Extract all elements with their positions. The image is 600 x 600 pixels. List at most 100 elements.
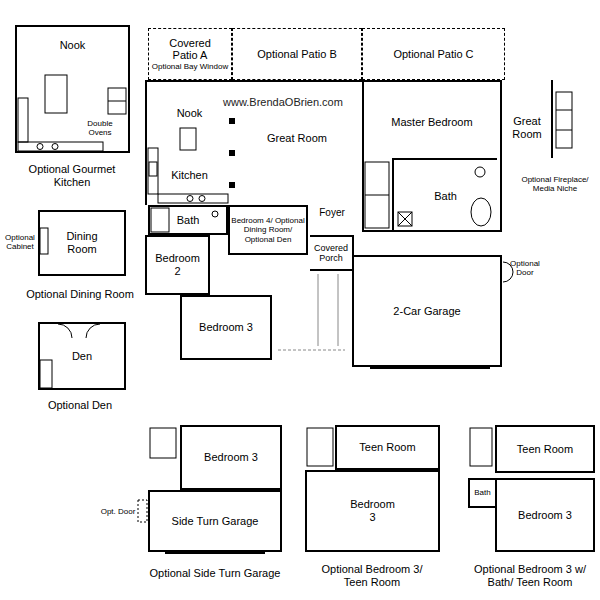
room-label: Dining Room [60, 230, 105, 255]
room-label: Great Room [504, 115, 550, 140]
walkway [318, 274, 319, 346]
column [229, 182, 235, 188]
watermark: www.BrendaOBrien.com [213, 96, 353, 109]
cabinet [40, 228, 48, 254]
door-swing [86, 324, 100, 338]
shower-line [398, 212, 412, 226]
room-box: Bath [392, 158, 497, 232]
room-box: Foyer [310, 193, 354, 233]
room-box: Bedroom 4/ Optional Dining Room/ Optiona… [228, 205, 308, 255]
room-label: Bath [474, 488, 490, 497]
room-label: Nook [60, 39, 86, 52]
inset-frame: Nook [15, 25, 130, 153]
walkway [338, 274, 339, 346]
caption: Optional Fireplace/ Media Niche [517, 175, 593, 193]
shower-line [398, 212, 412, 226]
room-box: Bath [468, 478, 497, 508]
closet-line [365, 195, 389, 196]
caption: Optional Bedroom 3/ Teen Room [312, 563, 432, 588]
room-label: Master Bedroom [391, 116, 472, 129]
sink [149, 162, 157, 176]
walkway [278, 350, 345, 351]
tub [470, 428, 492, 466]
room-note: Optional Bay Window [152, 62, 228, 71]
room-label: Side Turn Garage [172, 515, 259, 528]
room-box: Nook [145, 80, 232, 145]
oven [108, 88, 126, 114]
room-label: Great Room [267, 132, 327, 145]
fixture-note: Optional Cabinet [3, 233, 37, 251]
caption: Optional Bedroom 3 w/ Bath/ Teen Room [468, 563, 592, 588]
sink [37, 144, 43, 150]
room-label: Nook [177, 107, 203, 120]
room-label: Den [72, 350, 92, 363]
room-label: Bedroom 2 [153, 252, 203, 277]
fireplace-line [556, 110, 572, 111]
patio-box: Covered Patio AOptional Bay Window [148, 28, 232, 80]
room-box: Side Turn Garage [148, 490, 282, 552]
patio-box: Optional Patio C [362, 28, 505, 80]
caption: Optional Den [30, 399, 130, 412]
room-label: Bedroom 3 [204, 451, 258, 464]
room-label: Bath [177, 214, 200, 227]
inset-frame: Den [38, 322, 126, 390]
room-label: Teen Room [359, 441, 415, 454]
island [180, 128, 196, 150]
burner [187, 196, 193, 202]
room-label: Teen Room [517, 443, 573, 456]
room-label: Optional Patio B [257, 48, 337, 61]
closet [40, 360, 52, 388]
caption: Optional Dining Room [10, 288, 150, 301]
fixture-note: Opt. Door [100, 507, 136, 516]
fixture-note: Optional Door [505, 259, 545, 277]
burner [199, 196, 205, 202]
counter [158, 194, 228, 203]
fixture-note: Double Ovens [80, 119, 120, 137]
room-box: Covered Porch [310, 235, 354, 271]
closet [307, 428, 333, 466]
room-box: Bedroom 2 [145, 235, 210, 295]
room-box: Bedroom 3 [495, 478, 595, 552]
room-box: Kitchen [145, 145, 232, 205]
column [229, 118, 235, 124]
room-label: Bedroom 4/ Optional Dining Room/ Optiona… [231, 216, 305, 244]
caption: Optional Side Turn Garage [135, 567, 295, 580]
room-label: Bedroom 3 [518, 509, 572, 522]
room-label: Bedroom 3 [199, 321, 253, 334]
closet [150, 428, 176, 458]
counter [148, 148, 158, 194]
patio-box: Optional Patio B [232, 28, 362, 80]
room-label: Bedroom 3 [348, 498, 398, 523]
room-label: Bath [434, 190, 457, 203]
wall [551, 80, 553, 158]
room-box: Bedroom 3 [180, 295, 272, 360]
room-label: Foyer [319, 207, 345, 219]
room-label: 2-Car Garage [393, 305, 460, 318]
closet [365, 162, 389, 228]
room-box: 2-Car Garage [352, 255, 502, 367]
toilet [475, 167, 485, 177]
fireplace-line [556, 130, 572, 131]
island [45, 75, 67, 113]
room-box: Bath [148, 205, 228, 235]
caption: Optional Gourmet Kitchen [17, 163, 127, 188]
door-swing [58, 324, 72, 338]
room-label: Optional Patio C [393, 48, 473, 61]
room-label: Covered Patio A [163, 37, 218, 62]
room-box: Bedroom 3 [305, 470, 440, 552]
room-box: Teen Room [335, 425, 440, 470]
room-box: Master BedroomBath [362, 80, 502, 232]
room-label: Kitchen [171, 169, 208, 182]
counter [18, 142, 103, 151]
inset-frame: Dining Room [38, 210, 126, 276]
room-box: Bedroom 3 [180, 425, 282, 490]
sink [212, 211, 218, 217]
room-box: Teen Room [495, 425, 595, 473]
tub [151, 208, 169, 232]
oven-line [108, 101, 126, 102]
counter [18, 98, 28, 142]
column [229, 150, 235, 156]
tub [471, 198, 491, 226]
